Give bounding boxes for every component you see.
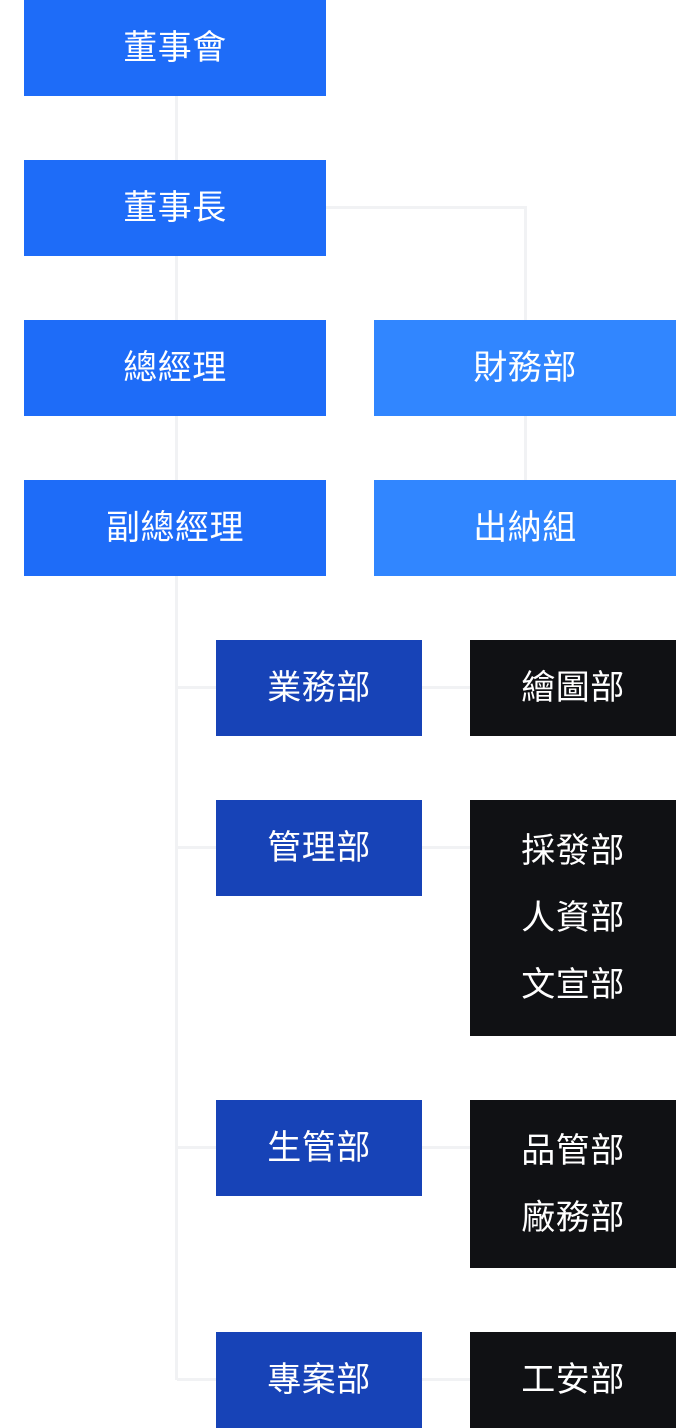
management-department-label: 管理部	[267, 828, 371, 868]
cashier-node: 出納組	[374, 480, 676, 576]
production-department-node: 生管部	[216, 1100, 422, 1196]
sales-department-label: 業務部	[267, 668, 371, 708]
sales-department-node: 業務部	[216, 640, 422, 736]
procurement-department-label: 採發部	[521, 831, 625, 871]
general-manager-label: 總經理	[123, 348, 227, 388]
management-subunits-node: 採發部 人資部 文宣部	[470, 800, 676, 1036]
management-subunit-connector	[422, 846, 470, 849]
sales-branch-connector	[177, 686, 216, 689]
project-branch-connector	[177, 1378, 216, 1381]
board-node: 董事會	[24, 0, 326, 96]
chairman-finance-connector	[326, 206, 527, 209]
production-branch-connector	[177, 1146, 216, 1149]
general-manager-node: 總經理	[24, 320, 326, 416]
chairman-label: 董事長	[123, 188, 227, 228]
industrial-safety-department-node: 工安部	[470, 1332, 676, 1428]
publicity-department-label: 文宣部	[521, 965, 625, 1005]
drawing-department-label: 繪圖部	[521, 668, 625, 708]
project-department-node: 專案部	[216, 1332, 422, 1428]
human-resources-department-label: 人資部	[521, 898, 625, 938]
deputy-general-manager-label: 副總經理	[106, 508, 244, 548]
production-subunit-connector	[422, 1146, 470, 1149]
management-department-node: 管理部	[216, 800, 422, 896]
chairman-node: 董事長	[24, 160, 326, 256]
drawing-department-node: 繪圖部	[470, 640, 676, 736]
production-subunits-node: 品管部 廠務部	[470, 1100, 676, 1268]
project-subunit-connector	[422, 1378, 470, 1381]
quality-control-department-label: 品管部	[521, 1130, 625, 1171]
factory-affairs-department-label: 廠務部	[521, 1197, 625, 1238]
sales-subunit-connector	[422, 686, 470, 689]
management-branch-connector	[177, 846, 216, 849]
main-vertical-connector	[175, 96, 178, 1380]
cashier-label: 出納組	[473, 508, 577, 548]
production-department-label: 生管部	[267, 1128, 371, 1168]
deputy-general-manager-node: 副總經理	[24, 480, 326, 576]
board-label: 董事會	[123, 28, 227, 68]
finance-label: 財務部	[473, 348, 577, 388]
project-department-label: 專案部	[267, 1360, 371, 1400]
industrial-safety-department-label: 工安部	[521, 1360, 625, 1400]
finance-node: 財務部	[374, 320, 676, 416]
